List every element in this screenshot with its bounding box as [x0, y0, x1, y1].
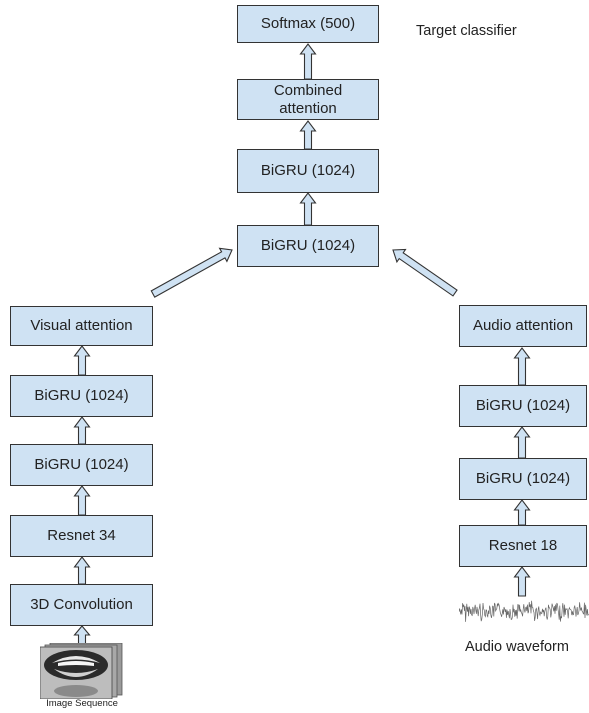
arrow-resnet34-to-vbigru1 — [73, 485, 91, 516]
arrow-bigru-to-combined — [299, 120, 317, 150]
conv3d-box: 3D Convolution — [10, 584, 153, 626]
target-classifier-label: Target classifier — [416, 23, 517, 39]
visual-bigru-1-box: BiGRU (1024) — [10, 444, 153, 486]
audio-waveform-image — [459, 600, 589, 622]
arrow-images-to-conv3d — [73, 625, 91, 645]
arrow-vbigru1-to-vbigru2 — [73, 416, 91, 445]
audio-bigru-1-box: BiGRU (1024) — [459, 458, 587, 500]
audio-waveform-caption: Audio waveform — [465, 639, 569, 655]
arrow-abigru1-to-abigru2 — [513, 426, 531, 459]
arrow-audio-to-merge — [392, 248, 458, 297]
image-sequence-caption: Image Sequence — [46, 698, 118, 709]
combined-attention-box: Combined attention — [237, 79, 379, 120]
bigru-upper-box: BiGRU (1024) — [237, 149, 379, 193]
arrow-conv3d-to-resnet34 — [73, 556, 91, 585]
arrow-abigru2-to-aattention — [513, 347, 531, 386]
arrow-waveform-to-resnet18 — [513, 566, 531, 597]
arrow-vbigru2-to-vattention — [73, 345, 91, 376]
arrow-merge-to-bigru — [299, 192, 317, 226]
resnet34-box: Resnet 34 — [10, 515, 153, 557]
audio-attention-box: Audio attention — [459, 305, 587, 347]
audio-bigru-2-box: BiGRU (1024) — [459, 385, 587, 427]
arrow-visual-to-merge — [150, 247, 233, 298]
arrow-resnet18-to-abigru1 — [513, 499, 531, 526]
softmax-box: Softmax (500) — [237, 5, 379, 43]
resnet18-box: Resnet 18 — [459, 525, 587, 567]
image-sequence-thumbnail — [40, 643, 123, 699]
bigru-merge-box: BiGRU (1024) — [237, 225, 379, 267]
visual-bigru-2-box: BiGRU (1024) — [10, 375, 153, 417]
visual-attention-box: Visual attention — [10, 306, 153, 346]
arrow-combined-to-softmax — [299, 43, 317, 80]
